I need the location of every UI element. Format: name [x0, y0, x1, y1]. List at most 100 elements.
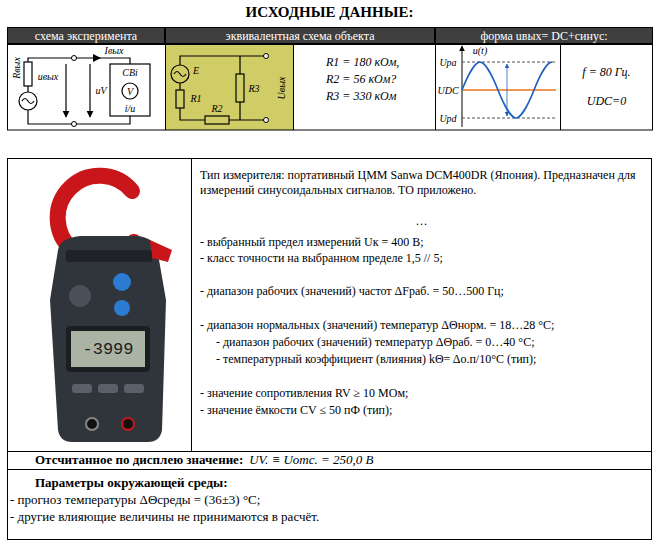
node-line: - диапазон нормальных (значений) темпера…	[200, 318, 643, 333]
level-line	[462, 118, 556, 119]
parameter-cell: R1 = 180 кОм,R2 = 56 кОм?R3 = 330 кОм	[294, 45, 435, 130]
wire	[27, 86, 28, 92]
node-text: Тип измерителя: портативный ЦММ Sanwa DC…	[200, 168, 643, 198]
button	[98, 384, 118, 393]
instrument-label: V	[127, 86, 133, 97]
signal-name: Uвых	[276, 77, 287, 100]
sine-sign	[174, 72, 186, 77]
node-line: R2 = 56 кОм?	[326, 71, 435, 88]
input-jack	[122, 418, 134, 430]
wire	[179, 83, 180, 90]
node-line: R3 = 330 кОм	[326, 88, 435, 105]
component-label: E	[193, 65, 199, 76]
header-cell: форма uвых= DC+синус:	[435, 27, 653, 44]
display-bezel	[66, 326, 150, 372]
node-line: UDC=0	[561, 94, 652, 109]
node-line: …	[200, 214, 643, 229]
wire	[28, 58, 130, 64]
rotary-switch	[69, 285, 91, 307]
cell-ground	[166, 45, 293, 130]
signal-name: uV	[95, 85, 106, 96]
input-jack	[86, 418, 98, 430]
signal-name: uвых	[38, 71, 59, 82]
node-text: Параметры окружающей среды:	[8, 474, 651, 491]
node-text: эквивалентная схема объекта	[225, 29, 374, 43]
button	[124, 384, 144, 393]
signal-name: Iвых	[105, 45, 124, 56]
node-line: - диапазон рабочих (значений) температур…	[200, 335, 643, 350]
text-column: Отсчитанное по дисплею значение: UV. ≡ Uо…	[8, 452, 651, 468]
node-line: - другие влияющие величины не принимаютс…	[8, 508, 651, 525]
wire	[239, 56, 240, 74]
text-column: Параметры окружающей среды:- прогноз тем…	[8, 470, 651, 525]
page-title: ИСХОДНЫЕ ДАННЫЕ:	[0, 3, 659, 21]
level-label: UDC	[437, 85, 458, 96]
instrument-panel: Тип измерителя: портативный ЦММ Sanwa DC…	[7, 158, 652, 452]
source-symbol	[171, 65, 189, 83]
meter-box	[110, 64, 150, 116]
text-column: R1 = 180 кОм,R2 = 56 кОм?R3 = 330 кОм	[294, 45, 435, 105]
terminal	[72, 122, 77, 127]
table-rule	[560, 44, 561, 130]
sine-sign	[22, 99, 34, 104]
brand-strip	[66, 250, 152, 262]
header-cell: эквивалентная схема объекта	[165, 27, 435, 44]
text-column: Тип измерителя: портативный ЦММ Sanwa DC…	[191, 159, 651, 451]
text-column: форма uвых= DC+синус:	[480, 29, 607, 43]
environment-panel: Параметры окружающей среды:- прогноз тем…	[7, 470, 652, 540]
node-line: - значение сопротивления RV ≥ 10 МОм;	[200, 386, 643, 401]
level-label: Upd	[439, 113, 456, 124]
header-cell: схема эксперимента	[7, 27, 165, 44]
terminal	[72, 56, 77, 61]
table-rule	[7, 44, 653, 45]
text-column: f = 80 Гц. UDC=0	[561, 65, 652, 109]
level-line	[462, 62, 556, 63]
dc-line	[462, 89, 556, 91]
table-border	[8, 28, 653, 131]
node-text: f = 80 Гц.	[561, 65, 652, 80]
button	[72, 384, 92, 393]
text-column: схема эксперимента	[35, 29, 137, 43]
wire	[180, 108, 205, 120]
axis	[462, 46, 463, 127]
wire	[229, 119, 264, 120]
parameter-cell: f = 80 Гц. UDC=0	[561, 45, 652, 130]
display	[71, 331, 145, 367]
terminal	[264, 54, 269, 59]
node-line: - диапазон рабочих (значений) частот ΔFр…	[200, 284, 643, 299]
component-label: R1	[190, 93, 201, 104]
button	[114, 300, 130, 316]
voltage-arrow	[89, 64, 90, 117]
node-line: UV. ≡ Uотс. = 250,0 В	[249, 452, 373, 468]
node-line: - выбранный предел измерений Uк = 400 В;	[200, 235, 643, 250]
node-text: схема эксперимента	[35, 29, 137, 43]
swing-arrow	[507, 64, 508, 116]
component-label: R3	[248, 83, 259, 94]
axis-label: u(t)	[473, 45, 487, 56]
node-text: Отсчитанное по дисплею значение:	[35, 452, 243, 468]
clamp-trigger	[150, 240, 172, 262]
component-label: Rвых	[11, 57, 22, 79]
display-reading: -3999	[82, 340, 133, 359]
instrument-label: СВi	[122, 67, 138, 78]
node-line: - прогноз температуры ΔΘсреды = (36±3) °…	[8, 491, 651, 508]
table-rule	[293, 44, 294, 130]
resistor-symbol	[236, 74, 244, 102]
wire	[239, 102, 240, 120]
node-line: - класс точности на выбранном пределе 1,…	[200, 251, 643, 266]
node-line: - значение ёмкости CV ≤ 50 пФ (тип);	[200, 403, 643, 418]
component-label: R2	[211, 103, 222, 114]
resistor-symbol	[205, 116, 229, 124]
resistor-symbol	[176, 90, 184, 108]
current-arrow	[93, 54, 101, 62]
wire	[180, 56, 264, 65]
voltage-arrow	[65, 64, 66, 117]
node-line: - температурный коэффициент (влияния) kΘ…	[200, 352, 643, 367]
level-label: Upa	[439, 57, 456, 68]
node-text: форма uвых= DC+синус:	[480, 29, 607, 43]
source-symbol	[19, 92, 37, 110]
meter-circle	[122, 83, 138, 99]
meter-body	[50, 236, 166, 442]
reading-row: Отсчитанное по дисплею значение: UV. ≡ Uо…	[7, 452, 652, 470]
